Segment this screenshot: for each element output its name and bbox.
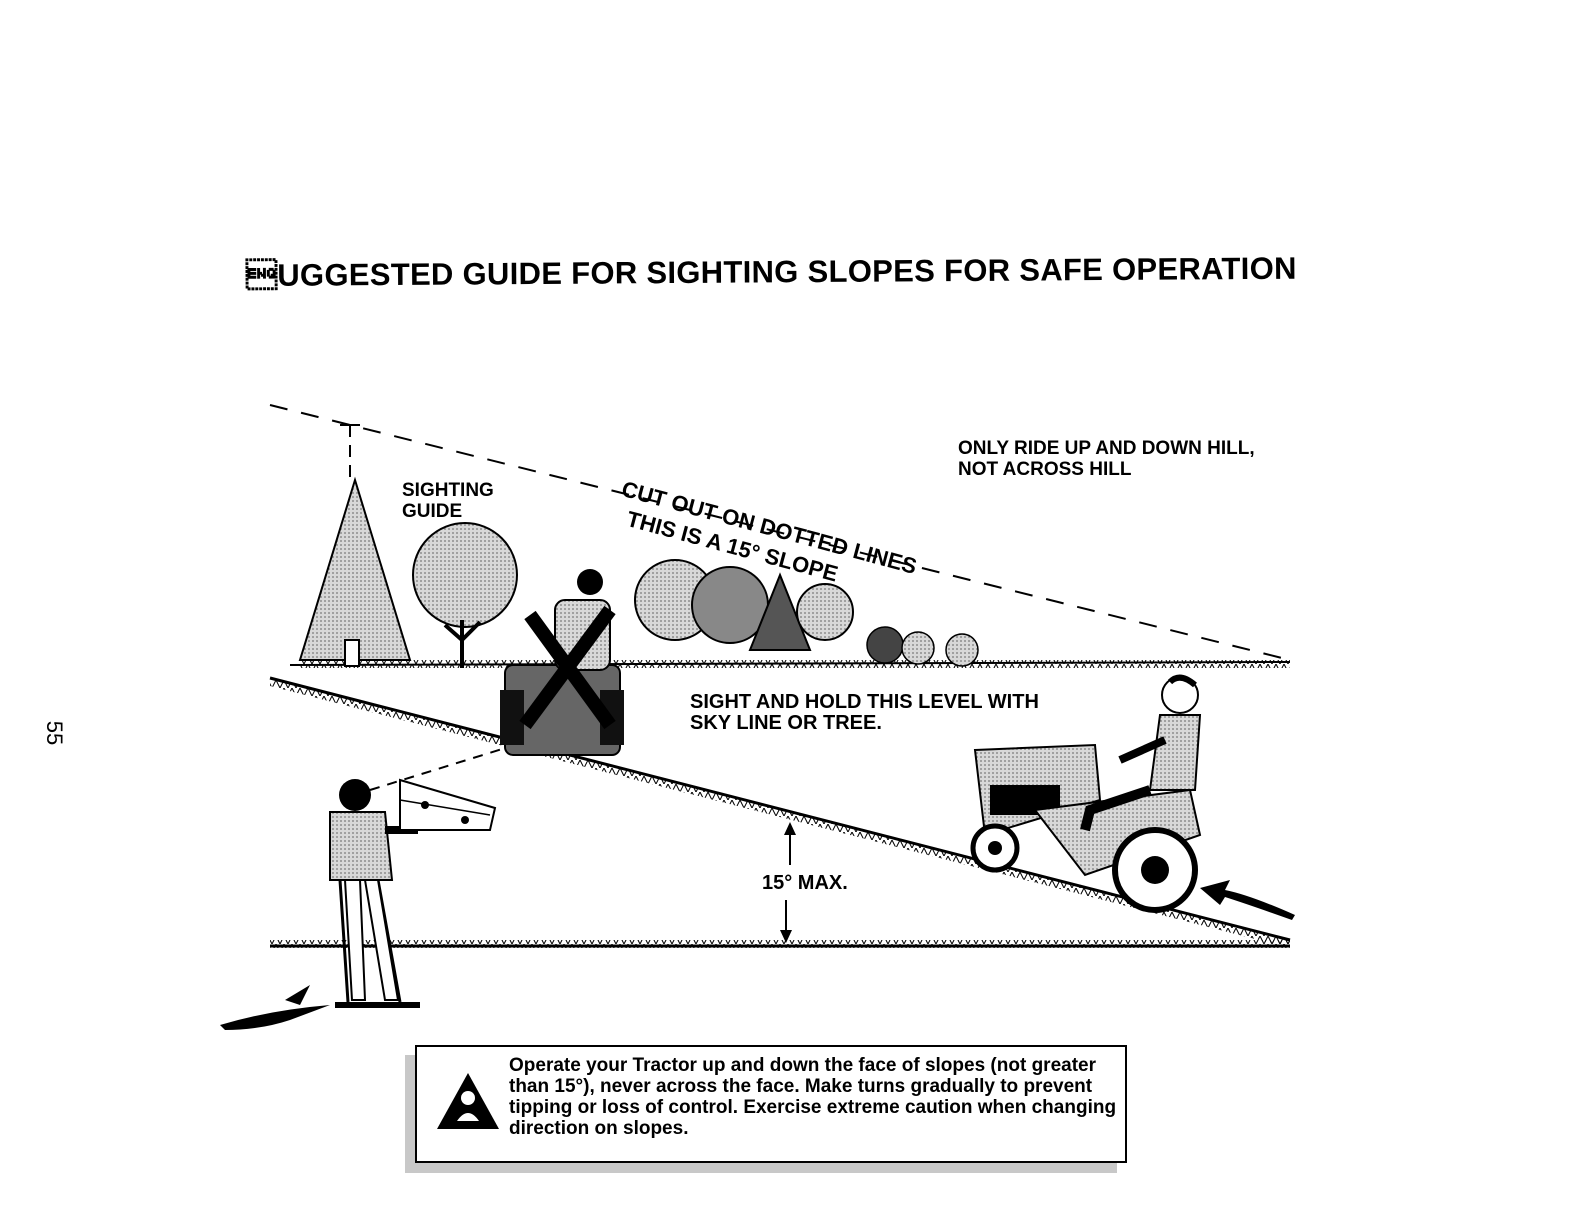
sighting-guide-label: SIGHTING GUIDE (402, 480, 494, 522)
viewer-sight-line (370, 745, 515, 790)
person-with-sighting-guide-icon (220, 779, 420, 1030)
max-angle-label: 15° MAX. (762, 873, 848, 894)
ride-direction-label: ONLY RIDE UP AND DOWN HILL, NOT ACROSS H… (958, 438, 1255, 480)
direction-arrow-icon (1200, 880, 1295, 920)
warning-text: Operate your Tractor up and down the fac… (509, 1055, 1119, 1139)
sighting-guide-card-icon (400, 780, 495, 830)
warning-triangle-icon (435, 1071, 501, 1133)
sight-hold-label: SIGHT AND HOLD THIS LEVEL WITH SKY LINE … (690, 692, 1039, 734)
safety-warning-box: Operate your Tractor up and down the fac… (415, 1045, 1127, 1163)
pine-tree-icon (300, 480, 410, 666)
deciduous-tree-icon (413, 523, 517, 668)
